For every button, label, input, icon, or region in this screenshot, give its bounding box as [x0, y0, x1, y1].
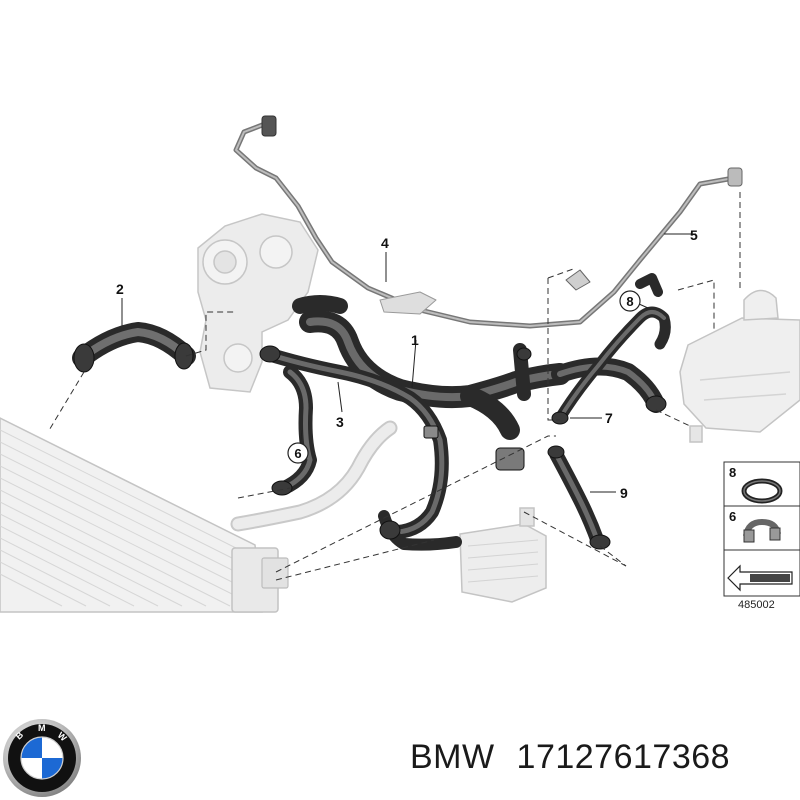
caption-brand: BMW — [410, 738, 495, 776]
auxiliary-cooler — [459, 507, 547, 603]
callout-8: 8 — [626, 294, 633, 309]
logo-letter-b: B — [14, 729, 26, 741]
callout-4: 4 — [381, 235, 389, 251]
callout-6-circled: 6 — [287, 442, 309, 464]
expansion-tank — [679, 289, 800, 443]
callout-7: 7 — [605, 410, 613, 426]
callout-labels: 1 2 3 4 5 6 7 8 9 — [116, 227, 698, 501]
logo-letter-m: M — [38, 723, 46, 733]
leader-lines — [121, 233, 696, 493]
bmw-roundel-icon: B M W — [3, 719, 81, 797]
part-caption: BMW 17127617368 — [410, 738, 730, 777]
radiator — [0, 417, 289, 613]
reference-number: 485002 — [738, 599, 775, 611]
direction-arrow-icon — [727, 564, 793, 592]
vent-line — [233, 115, 743, 329]
return-hose-light — [230, 420, 398, 532]
callout-3: 3 — [336, 414, 344, 430]
coolant-hoses — [72, 273, 671, 551]
hose-clamp-icon — [743, 518, 781, 543]
caption-part-number: 17127617368 — [516, 738, 731, 776]
seal-ring-icon — [741, 478, 783, 504]
dashed-guides — [47, 192, 741, 581]
callout-1: 1 — [411, 332, 419, 348]
callout-2: 2 — [116, 281, 124, 297]
legend-label-8: 8 — [729, 465, 736, 480]
engine-housing — [197, 213, 319, 393]
callout-5: 5 — [690, 227, 698, 243]
hose-connectors — [73, 342, 667, 550]
legend-label-6: 6 — [729, 509, 736, 524]
callout-8-circled: 8 — [619, 290, 641, 312]
callout-6: 6 — [294, 446, 301, 461]
callout-9: 9 — [620, 485, 628, 501]
parts-legend: 8 6 485002 — [723, 461, 800, 611]
